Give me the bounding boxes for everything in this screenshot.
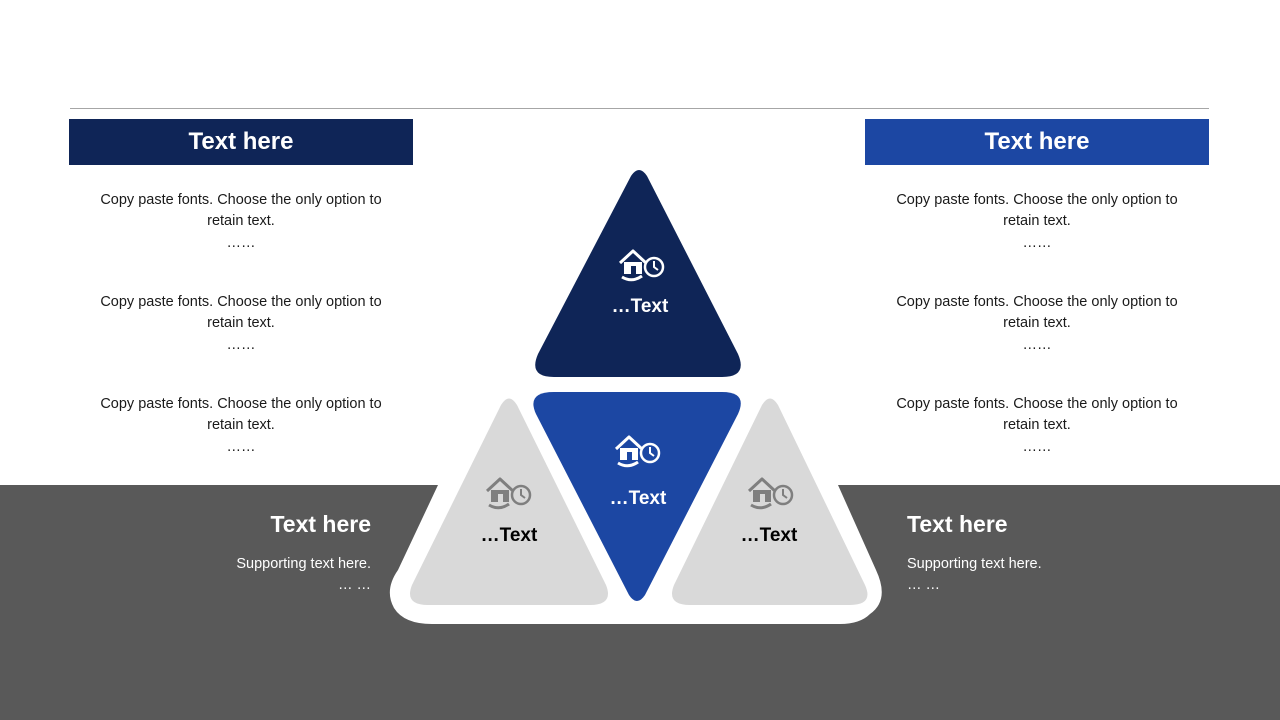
triangle-top-label: …Text: [611, 296, 669, 317]
left-paragraph-2-text: Copy paste fonts. Choose the only option…: [100, 294, 382, 331]
header-left-label: Text here: [188, 128, 294, 155]
right-paragraph-1-dots: ……: [1022, 235, 1052, 251]
triangle-middle-shape: [533, 392, 741, 601]
bottom-left-sub: Supporting text here. … …: [236, 554, 371, 596]
header-right: Text here: [865, 119, 1209, 165]
left-paragraph-3-text: Copy paste fonts. Choose the only option…: [100, 396, 382, 433]
bottom-left-title: Text here: [270, 511, 371, 537]
bottom-right-sub: Supporting text here. … …: [907, 554, 1042, 596]
left-paragraph-1-dots: ……: [226, 235, 256, 251]
right-paragraph-1: Copy paste fonts. Choose the only option…: [892, 190, 1182, 254]
home-24h-icon: [614, 435, 661, 468]
bottom-right-sub-dots: … …: [907, 577, 941, 593]
header-right-label: Text here: [984, 128, 1090, 155]
right-paragraph-3: Copy paste fonts. Choose the only option…: [892, 394, 1182, 458]
bottom-left-sub-dots: … …: [337, 577, 371, 593]
bottom-right-title: Text here: [907, 511, 1008, 537]
right-paragraph-2-text: Copy paste fonts. Choose the only option…: [896, 294, 1178, 331]
triangle-left-label: …Text: [480, 525, 538, 546]
triangle-right-label: …Text: [740, 525, 798, 546]
left-paragraph-1: Copy paste fonts. Choose the only option…: [96, 190, 386, 254]
left-paragraph-3-dots: ……: [226, 439, 256, 455]
header-left: Text here: [69, 119, 413, 165]
left-paragraph-3: Copy paste fonts. Choose the only option…: [96, 394, 386, 458]
right-paragraph-3-dots: ……: [1022, 439, 1052, 455]
right-paragraph-1-text: Copy paste fonts. Choose the only option…: [896, 192, 1178, 229]
left-paragraph-1-text: Copy paste fonts. Choose the only option…: [100, 192, 382, 229]
right-paragraph-2-dots: ……: [1022, 337, 1052, 353]
left-paragraph-2-dots: ……: [226, 337, 256, 353]
home-24h-icon: [747, 477, 794, 510]
home-24h-icon: [485, 477, 532, 510]
right-paragraph-2: Copy paste fonts. Choose the only option…: [892, 292, 1182, 356]
bottom-right-sub-text: Supporting text here.: [907, 556, 1042, 572]
home-24h-icon: [618, 249, 665, 282]
right-paragraph-3-text: Copy paste fonts. Choose the only option…: [896, 396, 1178, 433]
triangle-middle-label: …Text: [609, 488, 667, 509]
bottom-left-sub-text: Supporting text here.: [236, 556, 371, 572]
left-paragraph-2: Copy paste fonts. Choose the only option…: [96, 292, 386, 356]
top-divider: [70, 108, 1209, 109]
